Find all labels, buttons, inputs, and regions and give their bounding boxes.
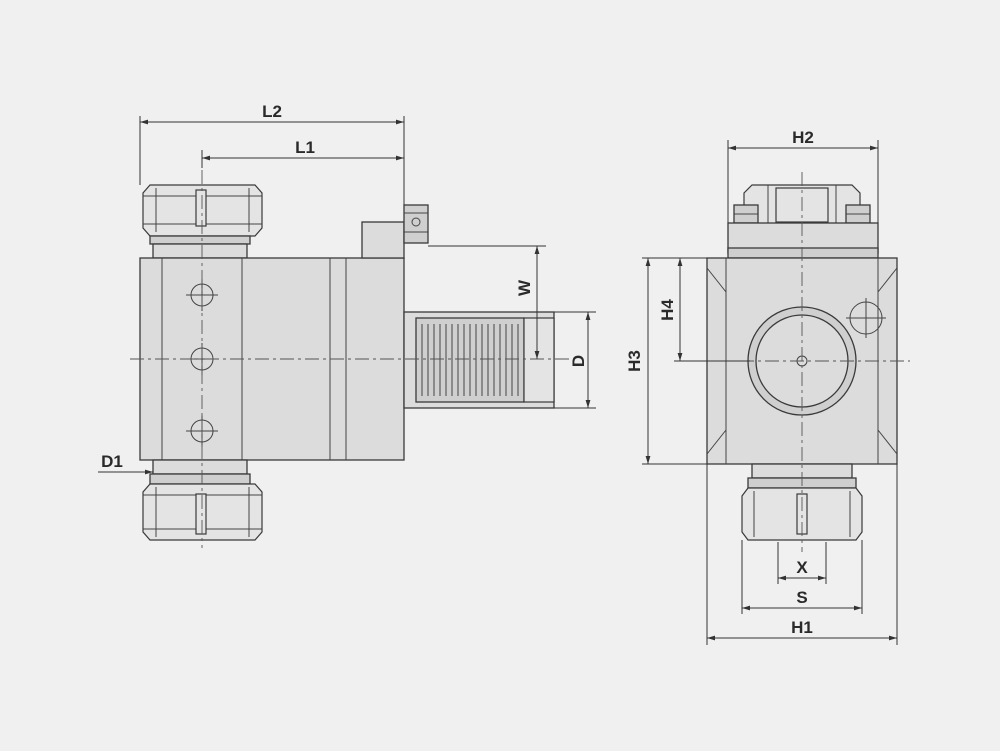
label-L2: L2 [262,102,282,121]
dimension-S: S [741,540,863,614]
label-D1: D1 [101,452,123,471]
dimension-L1: L1 [201,138,404,168]
label-S: S [796,588,807,607]
shank [403,311,555,409]
dimension-W: W [428,245,546,359]
dimension-H1: H1 [706,464,898,645]
label-H3: H3 [625,350,644,372]
dimension-D: D [554,311,596,409]
dimension-H4: H4 [658,257,750,362]
dimension-H2: H2 [727,128,879,223]
label-H1: H1 [791,618,813,637]
front-view: H2 H4 H3 X S [625,128,910,645]
label-H4: H4 [658,299,677,321]
dimension-X: X [777,542,827,584]
label-W: W [515,279,534,296]
label-H2: H2 [792,128,814,147]
label-X: X [796,558,808,577]
dimension-L2: L2 [139,102,405,205]
label-D: D [569,355,588,367]
small-hole [846,298,886,338]
label-L1: L1 [295,138,315,157]
side-view: L2 L1 W D D1 [98,102,596,548]
bottom-collet-nut [142,459,263,541]
top-collet-nut [142,184,263,259]
dimension-D1: D1 [98,452,153,475]
dimension-H3: H3 [625,257,707,465]
front-top-nut [727,184,879,259]
